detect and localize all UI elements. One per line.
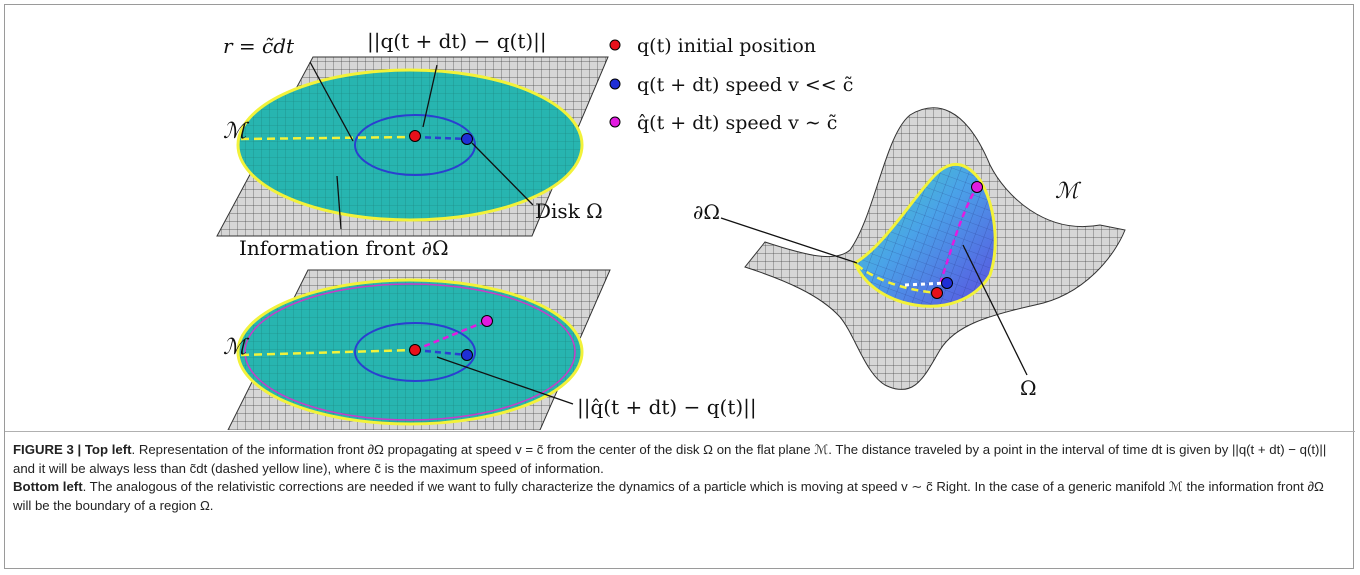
figure-caption: FIGURE 3 | Top left. Representation of t… [13,441,1343,515]
manifold-label-bottom: ℳ [223,335,250,360]
red-point-top [409,130,421,142]
radius-dashed-yellow-bottom [240,348,414,357]
leader-region-right [962,244,1028,376]
legend-marker-red [609,39,621,51]
boundary-label-right: ∂Ω [693,200,720,224]
blue-point-right [941,277,953,289]
leader-distance-bottom [436,356,574,405]
boundary-front-right [853,162,997,308]
legend-label-red: q(t) initial position [637,35,816,57]
magenta-point-right [971,181,983,193]
distance-label-bottom: ||q̂(t + dt) − q(t)|| [577,395,757,420]
displacement-blue-bottom [414,348,468,357]
manifold-label-top: ℳ [223,119,250,144]
red-point-right [931,287,943,299]
manifold-label-right: ℳ [1055,179,1082,204]
dashed-yellow-right [856,264,938,295]
legend-label-magenta: q̂(t + dt) speed v ∼ c̃ [637,112,837,134]
magenta-point-bottom [481,315,493,327]
inner-circle-top [354,114,476,176]
red-point-bottom [409,344,421,356]
leader-front [336,175,342,230]
leader-disk [471,142,534,206]
legend: q(t) initial position q(t + dt) speed v … [609,35,853,134]
dashed-white-right [904,281,948,287]
caption-divider [5,431,1355,432]
caption-text-bottom-left: . The analogous of the relativistic corr… [13,479,1324,513]
right-panel: ∂Ω ℳ Ω [693,107,1126,400]
inner-circle-bottom [354,322,476,382]
bowl-region-grid [855,164,996,307]
caption-heading-bottom-left: Bottom left [13,479,83,495]
distance-label-top: ||q(t + dt) − q(t)|| [367,29,547,54]
front-label: Information front ∂Ω [239,236,449,260]
displacement-blue [414,135,468,141]
leader-radius [309,61,354,142]
blue-point-bottom [461,349,473,361]
magenta-ring-bottom [244,283,576,421]
disk-top [236,68,584,222]
dashed-magenta-right [935,186,979,294]
legend-marker-blue [609,78,621,90]
caption-text-top-left: . Representation of the information fron… [13,442,1327,476]
leader-boundary-right [720,217,858,264]
blue-point-top [461,133,473,145]
legend-label-blue: q(t + dt) speed v << c̃ [637,74,853,96]
figure-frame: r = c̃dt ||q(t + dt) − q(t)|| ℳ Disk Ω I… [4,4,1355,569]
leader-distance [422,64,438,128]
top-left-panel: r = c̃dt ||q(t + dt) − q(t)|| ℳ Disk Ω I… [216,29,609,260]
figure-illustration: r = c̃dt ||q(t + dt) − q(t)|| ℳ Disk Ω I… [216,29,1126,430]
bottom-left-panel: ℳ ||q̂(t + dt) − q(t)|| [223,269,757,430]
caption-figure-number: FIGURE 3 | [13,442,82,457]
radius-dashed-yellow [240,135,414,141]
radius-label: r = c̃dt [223,34,295,58]
legend-marker-magenta [609,116,621,128]
disk-label: Disk Ω [535,199,603,223]
displacement-magenta [414,319,488,352]
caption-heading-top-left: Top left [84,442,132,457]
region-label-right: Ω [1020,376,1037,400]
